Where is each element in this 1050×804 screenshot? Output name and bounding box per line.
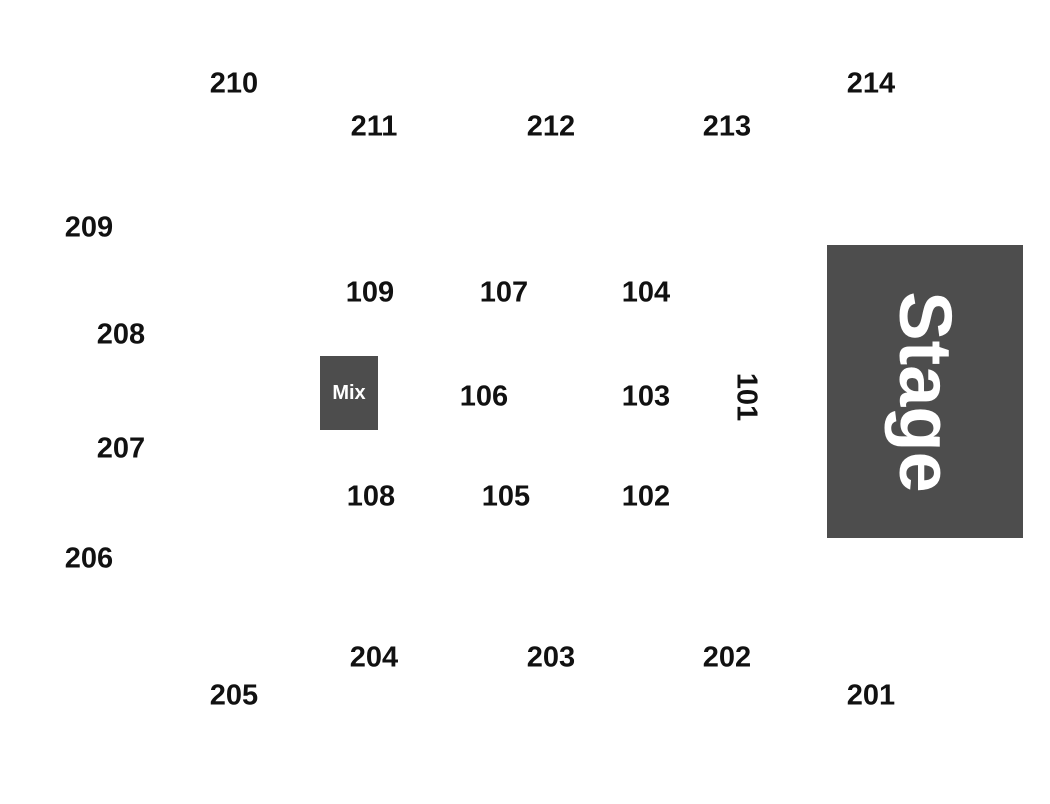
mix-label: Mix (332, 382, 366, 404)
section-205[interactable]: 205 (209, 679, 259, 712)
section-210[interactable]: 210 (209, 67, 259, 100)
stage-label: Stage (884, 290, 967, 493)
section-109[interactable]: 109 (345, 276, 395, 309)
section-208[interactable]: 208 (96, 318, 146, 351)
section-214[interactable]: 214 (846, 67, 896, 100)
section-107[interactable]: 107 (479, 276, 529, 309)
section-105[interactable]: 105 (481, 480, 531, 513)
section-104[interactable]: 104 (621, 276, 671, 309)
mix-position: Mix (320, 356, 378, 430)
section-204[interactable]: 204 (349, 641, 399, 674)
section-207[interactable]: 207 (96, 432, 146, 465)
section-101[interactable]: 101 (730, 372, 763, 422)
section-209[interactable]: 209 (64, 211, 114, 244)
section-212[interactable]: 212 (526, 110, 576, 143)
section-106[interactable]: 106 (459, 380, 509, 413)
section-108[interactable]: 108 (346, 480, 396, 513)
section-202[interactable]: 202 (702, 641, 752, 674)
section-203[interactable]: 203 (526, 641, 576, 674)
section-206[interactable]: 206 (64, 542, 114, 575)
stage: Stage (827, 245, 1023, 538)
section-201[interactable]: 201 (846, 679, 896, 712)
section-211[interactable]: 211 (350, 110, 398, 143)
section-102[interactable]: 102 (621, 480, 671, 513)
section-213[interactable]: 213 (702, 110, 752, 143)
section-103[interactable]: 103 (621, 380, 671, 413)
